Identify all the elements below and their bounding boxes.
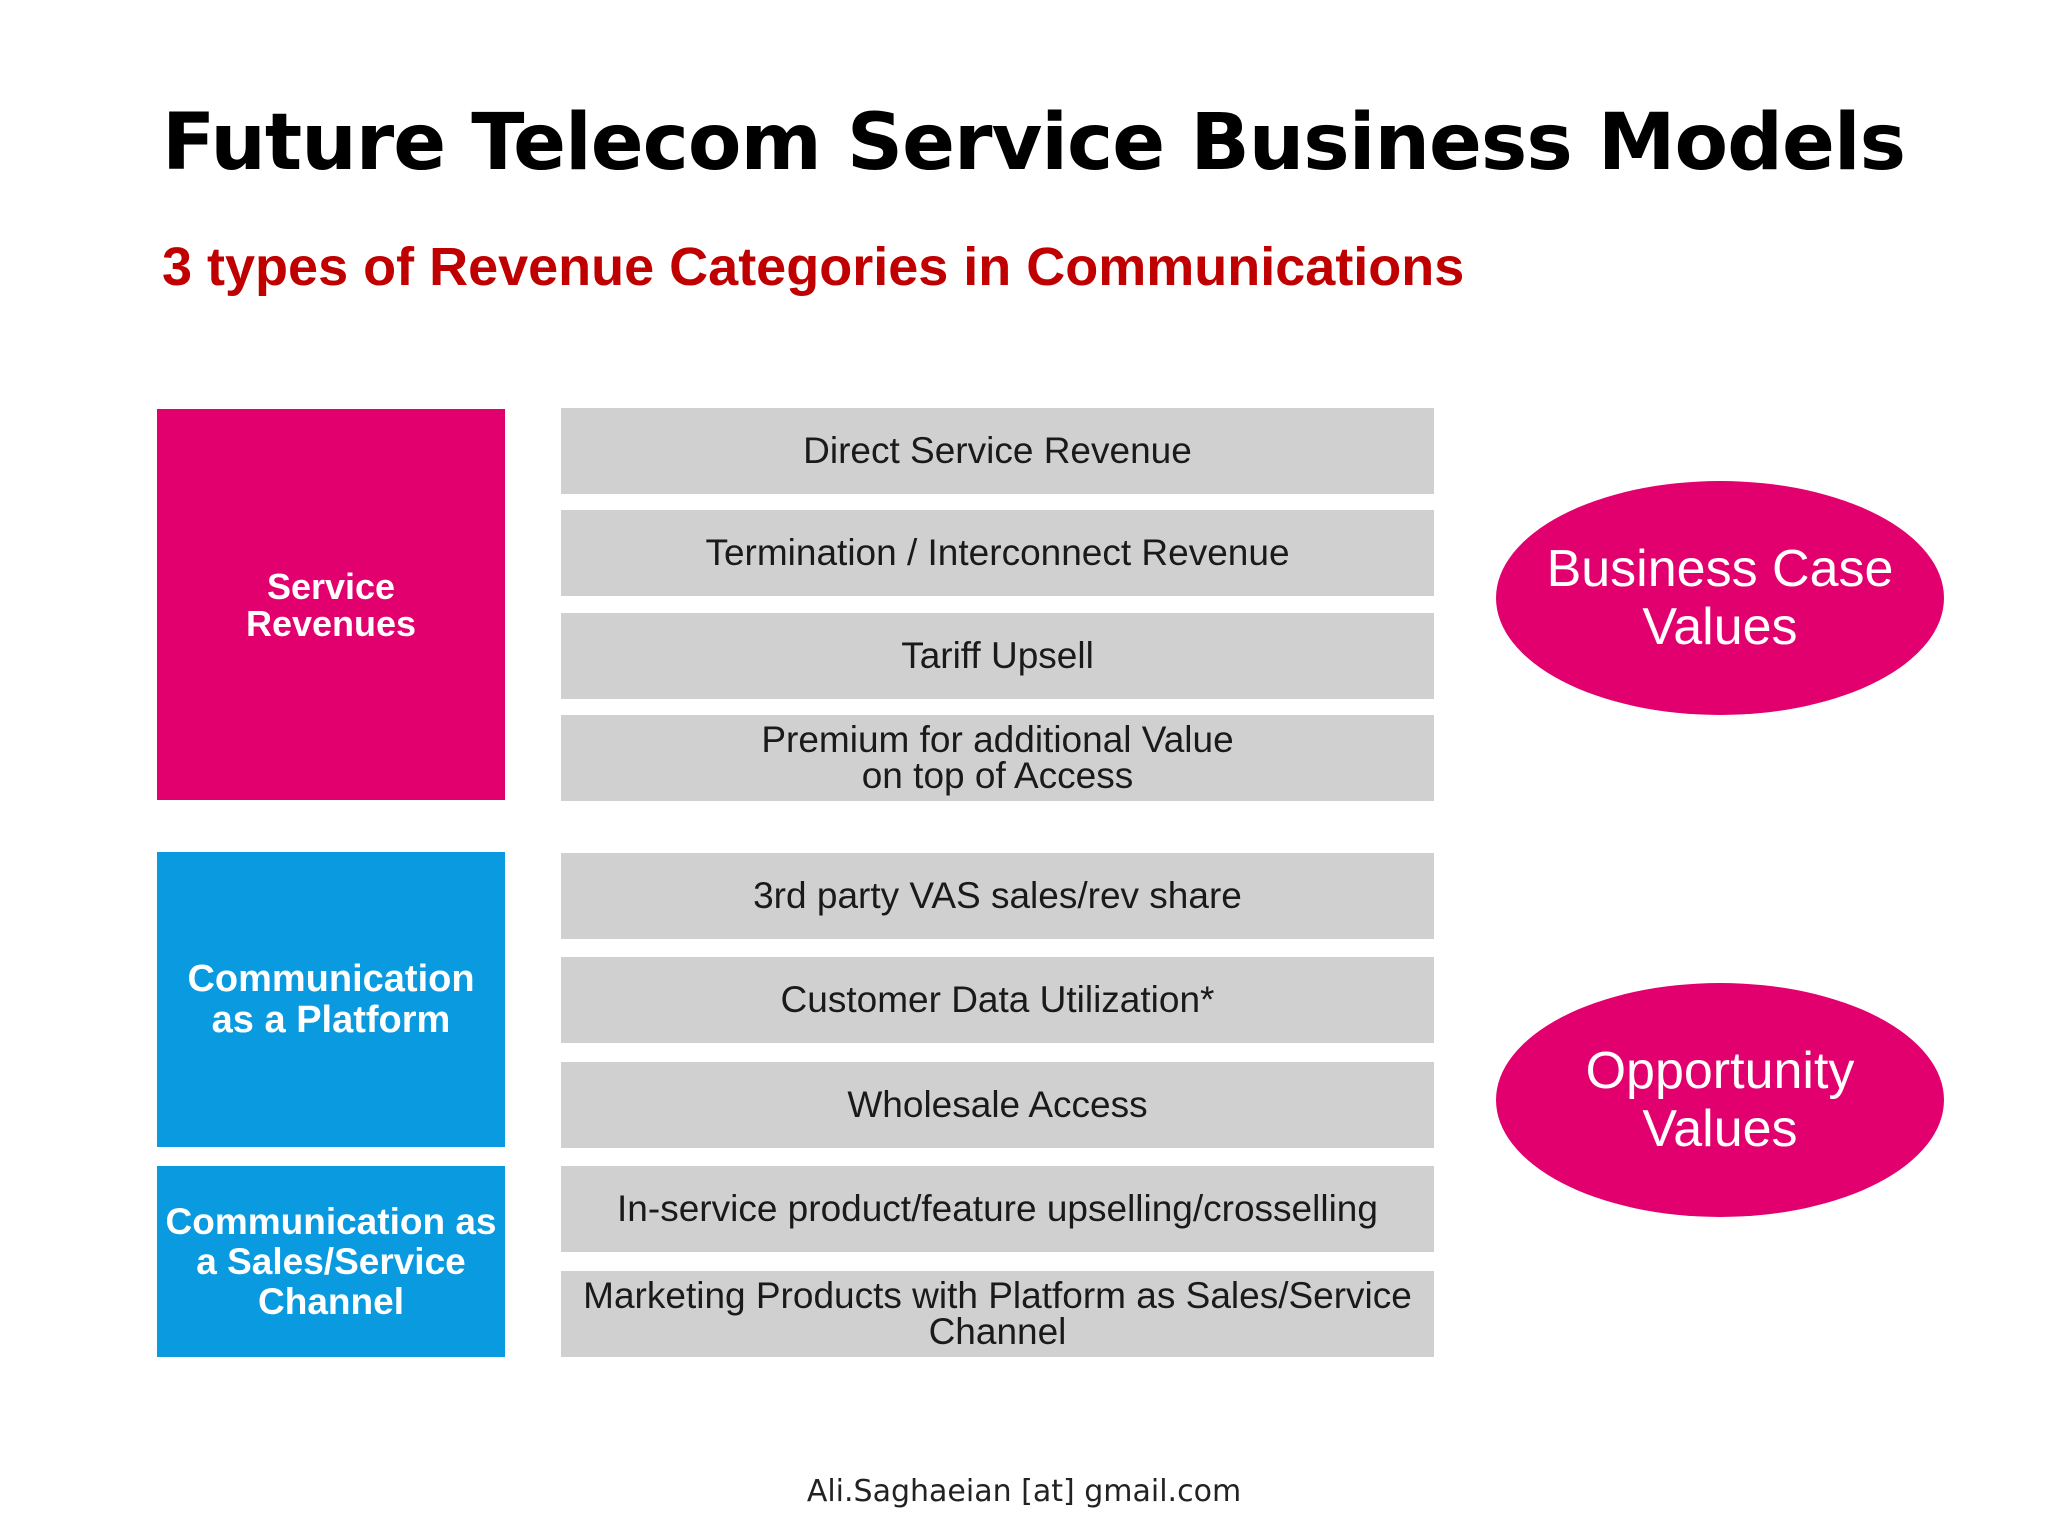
footer-contact: Ali.Saghaeian [at] gmail.com (806, 1474, 1242, 1509)
page-title: Future Telecom Service Business Models (162, 98, 1906, 188)
row-label: Direct Service Revenue (803, 430, 1192, 471)
ellipse-label: Opportunity Values (1585, 1042, 1855, 1158)
revenue-row: Tariff Upsell (561, 613, 1434, 699)
revenue-row: In-service product/feature upselling/cro… (561, 1166, 1434, 1252)
row-label: Wholesale Access (847, 1084, 1148, 1125)
category-service-revenues: Service Revenues (157, 409, 505, 800)
category-communication-platform: Communication as a Platform (157, 852, 505, 1147)
row-label: Termination / Interconnect Revenue (705, 532, 1290, 573)
row-label: Premium for additional Value on top of A… (761, 719, 1234, 796)
business-case-values-ellipse: Business Case Values (1496, 481, 1944, 715)
row-label: Marketing Products with Platform as Sale… (583, 1275, 1412, 1352)
opportunity-values-ellipse: Opportunity Values (1496, 983, 1944, 1217)
row-label: Tariff Upsell (901, 635, 1094, 676)
revenue-row: Premium for additional Value on top of A… (561, 715, 1434, 801)
page-subtitle: 3 types of Revenue Categories in Communi… (162, 237, 1465, 297)
row-label: 3rd party VAS sales/rev share (753, 875, 1242, 916)
category-communication-channel: Communication as a Sales/Service Channel (157, 1166, 505, 1357)
row-label: In-service product/feature upselling/cro… (617, 1188, 1378, 1229)
category-label: Service Revenues (245, 565, 417, 644)
revenue-row: Termination / Interconnect Revenue (561, 510, 1434, 596)
revenue-row: Customer Data Utilization* (561, 957, 1434, 1043)
revenue-row: Direct Service Revenue (561, 408, 1434, 494)
revenue-row: Marketing Products with Platform as Sale… (561, 1271, 1434, 1357)
category-label: Communication as a Sales/Service Channel (165, 1200, 497, 1322)
ellipse-label: Business Case Values (1546, 540, 1894, 656)
revenue-row: 3rd party VAS sales/rev share (561, 853, 1434, 939)
revenue-row: Wholesale Access (561, 1062, 1434, 1148)
row-label: Customer Data Utilization* (780, 979, 1215, 1020)
category-label: Communication as a Platform (187, 957, 475, 1041)
